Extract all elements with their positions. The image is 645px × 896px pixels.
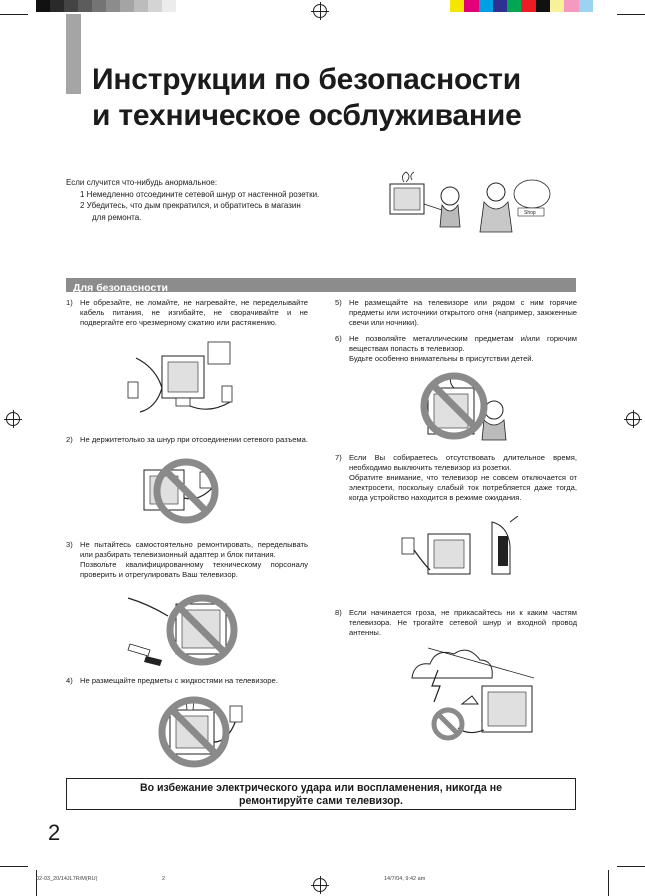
- no-liquid-illustration: [158, 696, 243, 768]
- item-number: 2): [66, 435, 73, 444]
- grayscale-calibration-bar: [36, 0, 176, 12]
- warning-box: Во избежание электрического удара или во…: [66, 778, 576, 810]
- color-swatch: [492, 0, 508, 12]
- safety-item-5: 5) Не размещайте на телевизоре или рядом…: [335, 298, 577, 328]
- gray-swatch: [64, 0, 78, 12]
- intro-step-2: 2 Убедитесь, что дым прекратился, и обра…: [80, 201, 301, 210]
- safety-item-7: 7) Если Вы собираетесь отсутствовать дли…: [335, 453, 577, 503]
- prohibit-icon: [420, 372, 488, 440]
- crop-mark: [617, 866, 645, 867]
- safety-item-1: 1) Не обрезайте, не ломайте, не нагревай…: [66, 298, 308, 328]
- item-text: Не пытайтесь самостоятельно ремонтироват…: [80, 540, 308, 559]
- prohibit-icon: [158, 696, 230, 768]
- warning-line2: ремонтируйте сами телевизор.: [239, 795, 403, 807]
- color-swatch: [521, 0, 536, 12]
- crop-mark: [608, 870, 609, 896]
- safety-item-4: 4) Не размещайте предметы с жидкостями н…: [66, 676, 308, 686]
- gray-swatch: [36, 0, 50, 12]
- smoke-tv-shop-illustration: Shop: [389, 171, 551, 233]
- crop-mark: [36, 870, 37, 896]
- footer-filename: 02-03_20/14JL7R/M(RU): [36, 876, 98, 882]
- color-swatch: [550, 0, 565, 12]
- item-text: Не размещайте предметы с жидкостями на т…: [80, 676, 278, 685]
- color-swatch: [464, 0, 479, 12]
- registration-mark-bottom: [311, 876, 329, 894]
- cable-damage-illustration: [127, 341, 233, 413]
- registration-mark-right: [624, 410, 642, 428]
- intro-lead: Если случится что-нибудь анормальное:: [66, 178, 218, 187]
- item-text-2: Будьте особенно внимательны в присутстви…: [349, 354, 534, 363]
- footer-datetime: 14/7/04, 9:42 am: [384, 876, 426, 882]
- color-swatch: [507, 0, 522, 12]
- intro-step-2b: для ремонта.: [92, 212, 142, 222]
- unplug-when-away-illustration: [401, 516, 519, 575]
- item-text: Не обрезайте, не ломайте, не нагревайте,…: [80, 298, 308, 327]
- item-number: 3): [66, 540, 73, 549]
- item-text: Если Вы собираетесь отсутствовать длител…: [349, 453, 577, 472]
- color-swatch: [478, 0, 493, 12]
- pull-cord-prohibited-illustration: [143, 458, 219, 524]
- prohibit-icon: [431, 707, 465, 741]
- title-side-bar: [66, 14, 81, 94]
- intro-text: Если случится что-нибудь анормальное: 1 …: [66, 177, 319, 223]
- intro-step-1: 1 Немедленно отсоедините сетевой шнур от…: [80, 189, 320, 199]
- section-header: Для безопасности: [66, 278, 576, 294]
- item-number: 5): [335, 298, 342, 307]
- color-swatch: [450, 0, 465, 12]
- safety-item-3: 3) Не пытайтесь самостоятельно ремонтиро…: [66, 540, 308, 580]
- item-text-2: Обратите внимание, что телевизор не совс…: [349, 473, 577, 502]
- no-disassembly-illustration: [127, 594, 238, 666]
- color-swatch: [535, 0, 551, 12]
- section-title: Для безопасности: [73, 282, 168, 294]
- gray-swatch: [120, 0, 134, 12]
- safety-item-8: 8) Если начинается гроза, не прикасайтес…: [335, 608, 577, 638]
- gray-swatch: [50, 0, 64, 12]
- gray-swatch: [162, 0, 176, 12]
- safety-item-6: 6) Не позволяйте металлическим предметам…: [335, 334, 577, 364]
- item-text: Не размещайте на телевизоре или рядом с …: [349, 298, 577, 327]
- crop-mark: [0, 866, 28, 867]
- page-number: 2: [48, 820, 61, 845]
- no-objects-illustration: [420, 372, 507, 441]
- gray-swatch: [92, 0, 106, 12]
- item-text: Если начинается гроза, не прикасайтесь н…: [349, 608, 577, 637]
- item-number: 7): [335, 453, 342, 462]
- footer-page: 2: [162, 876, 166, 882]
- item-number: 1): [66, 298, 73, 307]
- shop-label: Shop: [524, 210, 536, 216]
- item-number: 6): [335, 334, 342, 343]
- gray-swatch: [148, 0, 162, 12]
- item-text: Не позволяйте металлическим предметам и/…: [349, 334, 577, 353]
- page-title-line2: и техническое осблуживание: [92, 99, 522, 132]
- crop-mark: [617, 14, 645, 15]
- prohibit-icon: [153, 458, 219, 524]
- item-text-2: Позвольте квалифицированному техническом…: [80, 560, 308, 579]
- thunderstorm-illustration: [411, 647, 535, 741]
- crop-mark: [0, 14, 28, 15]
- color-swatch: [578, 0, 593, 12]
- gray-swatch: [134, 0, 148, 12]
- registration-mark-left: [4, 410, 22, 428]
- item-number: 4): [66, 676, 73, 685]
- item-text: Не держитетолько за шнур при отсоединени…: [80, 435, 308, 444]
- page-title-line1: Инструкции по безопасности: [92, 63, 521, 96]
- gray-swatch: [78, 0, 92, 12]
- registration-mark-top: [311, 2, 329, 20]
- warning-line1: Во избежание электрического удара или во…: [139, 782, 503, 794]
- color-calibration-bar: [450, 0, 593, 12]
- color-swatch: [564, 0, 579, 12]
- item-number: 8): [335, 608, 342, 617]
- prohibit-icon: [166, 594, 238, 666]
- safety-item-2: 2) Не держитетолько за шнур при отсоедин…: [66, 435, 308, 445]
- page-title: Инструкции по безопасности и техническое…: [92, 62, 522, 134]
- gray-swatch: [106, 0, 120, 12]
